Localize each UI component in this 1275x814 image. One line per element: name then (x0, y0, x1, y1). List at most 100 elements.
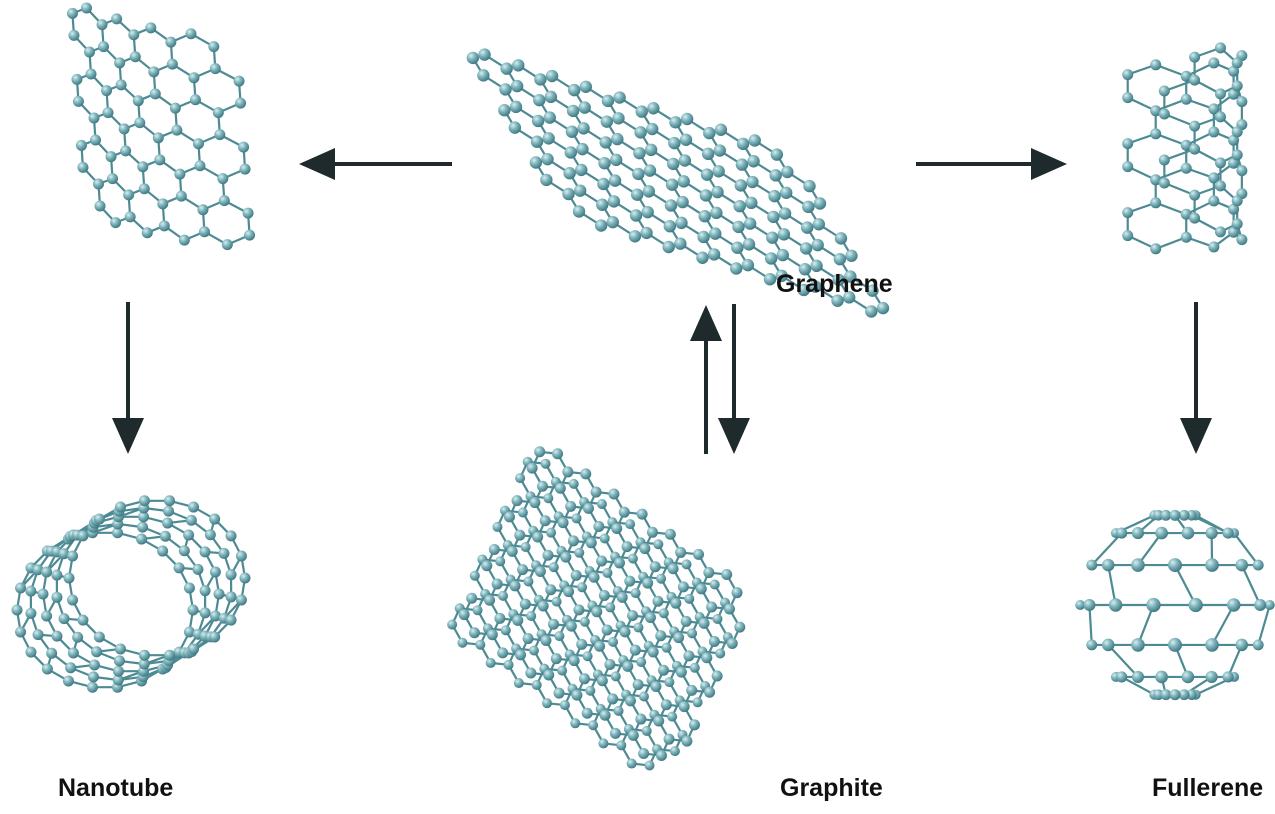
graphite-front-atom (734, 621, 746, 633)
graphite-front-atom (622, 660, 634, 672)
graphite-back-atom (669, 746, 680, 757)
fullerene-atom (1252, 559, 1264, 571)
graphite-back-atom (599, 533, 610, 544)
fragment-atom (1214, 42, 1226, 54)
graphite-front-atom (649, 561, 661, 573)
nanotube-atom (188, 501, 200, 513)
graphite-back-atom (585, 685, 596, 696)
graphite-back-atom (571, 513, 582, 524)
rolled-atom (189, 94, 201, 106)
nanotube-atom (72, 631, 84, 643)
graphene-atom (508, 121, 522, 134)
nanotube-atom (51, 591, 63, 603)
fullerene-atom (1254, 599, 1267, 611)
graphene-atom (777, 228, 791, 241)
graphene-atom (809, 280, 822, 293)
fragment-atom (1122, 69, 1134, 81)
fullerene-bond (1233, 532, 1260, 566)
graphene-atom (640, 226, 653, 240)
nanotube-atom (183, 626, 195, 638)
rolled-atom (185, 28, 197, 40)
graphite-back-atom (492, 521, 503, 532)
fullerene-atom (1160, 509, 1172, 521)
graphite-back-atom (633, 622, 644, 633)
fullerene-atom (1168, 558, 1182, 573)
graphene-atom (730, 262, 743, 275)
graphite-front-atom (534, 446, 546, 458)
nanotube-atom (93, 631, 105, 643)
graphite-back-atom (653, 539, 664, 550)
fragment-atom (1231, 80, 1243, 92)
graphene-atom (545, 69, 559, 83)
graphite-front-atom (484, 594, 496, 606)
fragment-atom (1158, 108, 1170, 120)
graphene-atom (598, 156, 611, 170)
graphene-atom (646, 122, 659, 136)
fragment-atom (1231, 149, 1243, 161)
graphite-back-atom (568, 478, 579, 489)
graphite-label: Graphite (780, 774, 883, 802)
nanotube-atom (41, 610, 53, 622)
nanotube-atom (173, 562, 185, 574)
nanotube-atom (25, 607, 37, 619)
graphite-front-atom (525, 667, 537, 679)
graphite-front-atom (629, 644, 641, 656)
fragment-atom (1122, 138, 1134, 150)
graphene-atom (630, 188, 644, 201)
nanotube-atom (86, 681, 98, 693)
graphite-front-atom (519, 598, 531, 610)
fragment-atom (1180, 139, 1192, 151)
graphene-atom (540, 173, 553, 187)
graphene-atom (477, 69, 490, 82)
graphene-atom (612, 112, 625, 125)
graphite-front-atom (621, 541, 633, 553)
fullerene-bond (1257, 604, 1271, 646)
graphite-front-atom (576, 638, 588, 650)
fullerene-fragment-molecule (1122, 42, 1248, 255)
graphite-front-atom (542, 549, 554, 561)
graphite-front-atom (647, 646, 659, 658)
fragment-atom (1231, 195, 1243, 207)
nanotube-atom (138, 495, 150, 507)
rolled-atom (233, 75, 245, 87)
graphene-atom (541, 152, 554, 166)
fullerene-atom (1083, 599, 1096, 611)
graphene-atom (800, 221, 814, 234)
graphene-atom (764, 252, 778, 265)
nanotube-atom (46, 647, 58, 659)
graphene-atom (576, 142, 589, 156)
graphene-atom (628, 230, 642, 243)
graphite-front-atom (675, 666, 687, 678)
graphite-back-atom (596, 498, 607, 509)
graphene-atom (534, 73, 547, 86)
graphene-atom (743, 217, 757, 230)
graphite-front-atom (522, 633, 534, 645)
graphene-atom (665, 178, 679, 191)
rolled-atom (141, 227, 153, 239)
fullerene-atom (1160, 689, 1172, 701)
fullerene-atom (1227, 598, 1241, 612)
graphite-back-atom (540, 458, 551, 469)
fullerene-atom (1155, 670, 1168, 684)
graphene-atom (779, 186, 793, 199)
graphite-back-atom (457, 637, 468, 648)
graphite-front-atom (466, 592, 478, 604)
graphite-back-atom (689, 662, 700, 673)
nanotube-atom (25, 585, 37, 597)
graphene-atom (733, 199, 746, 213)
graphite-back-atom (638, 691, 649, 702)
fragment-atom (1231, 57, 1243, 69)
graphite-front-atom (616, 591, 628, 603)
graphite-back-atom (515, 473, 526, 484)
graphite-back-atom (598, 738, 609, 749)
fullerene-atom (1102, 638, 1115, 652)
graphite-back-atom (644, 760, 655, 771)
graphite-front-atom (731, 587, 743, 599)
graphene-atom (865, 305, 878, 318)
graphene-atom (647, 102, 660, 115)
nanotube-atom (62, 675, 74, 687)
graphene-atom (833, 252, 847, 266)
graphene-atom (732, 220, 745, 234)
